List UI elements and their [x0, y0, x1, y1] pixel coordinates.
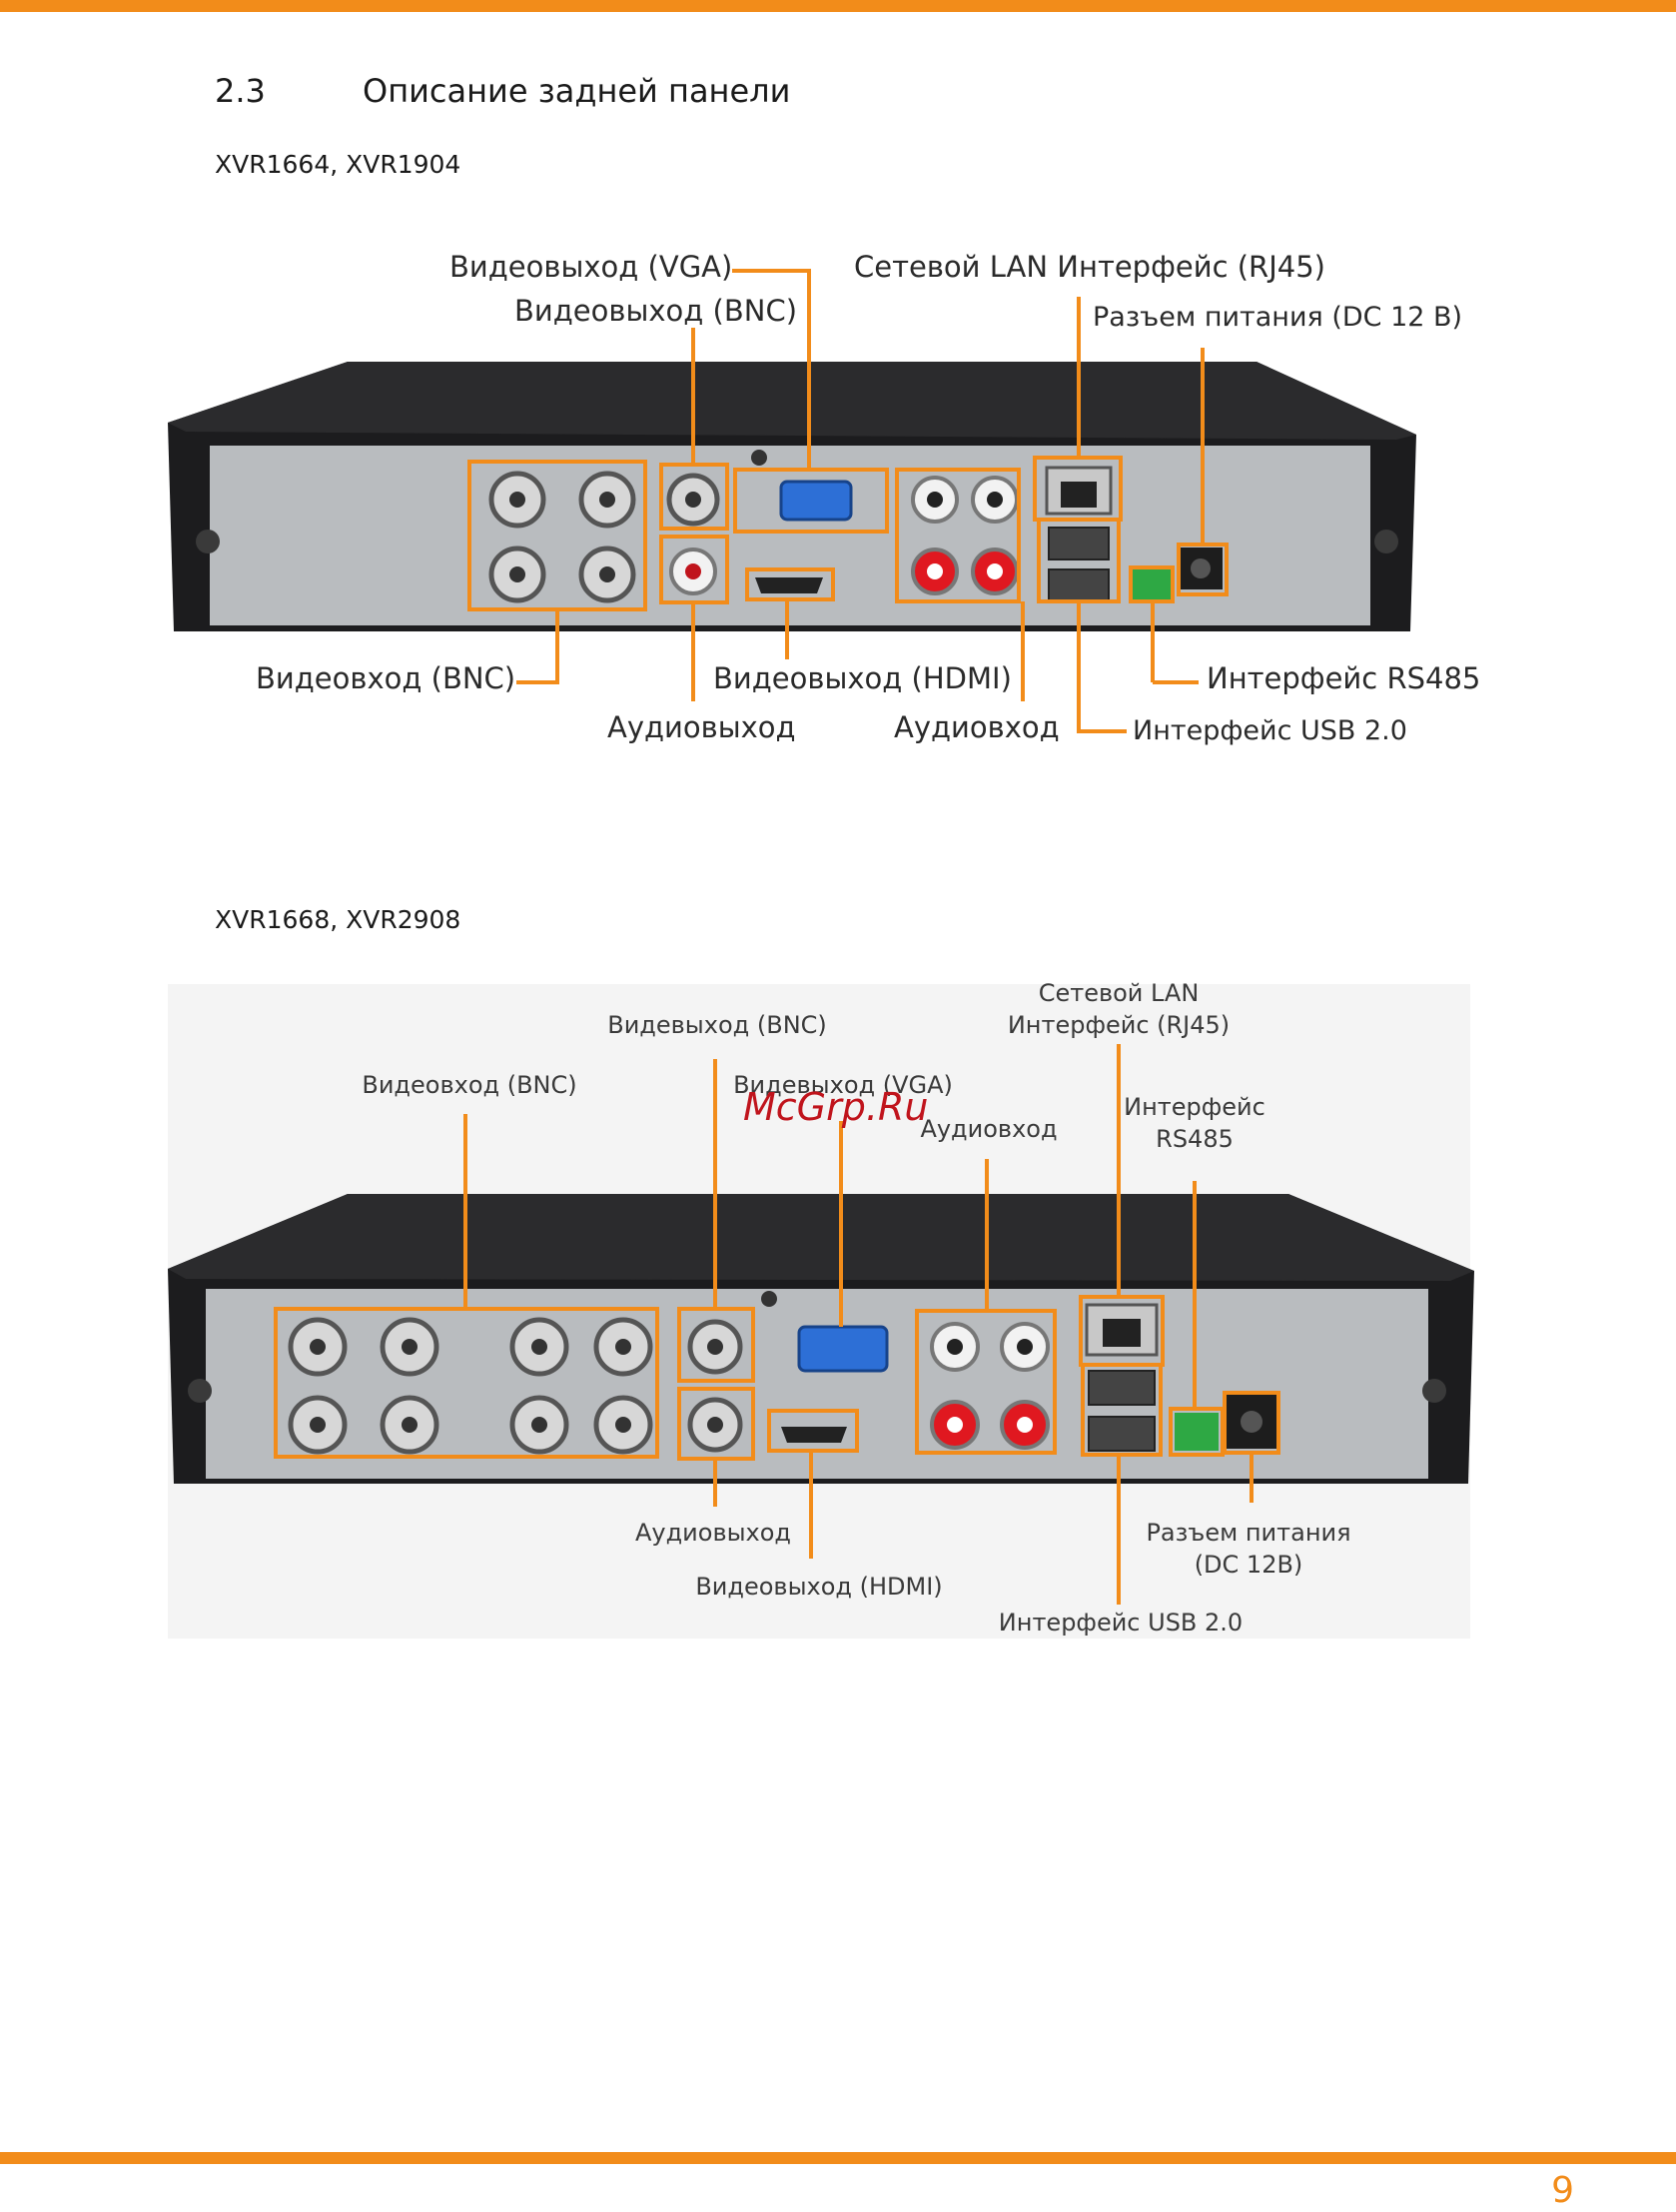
fig2-label-power-line2: (DC 12В): [1194, 1551, 1303, 1579]
fig1-label-vga: Видеовыход (VGA): [449, 250, 733, 284]
fig2-label-bnc-in: Видеовход (BNC): [362, 1071, 577, 1099]
section-title: Описание задней панели: [363, 72, 791, 110]
fig2-label-hdmi: Видеовыход (HDMI): [695, 1573, 943, 1601]
fig2-label-vga: Видевыход (VGA): [733, 1071, 953, 1099]
fig1-bnc-input-ports: [488, 471, 636, 603]
watermark: McGrp.Ru: [743, 1085, 929, 1129]
fig1-screw-right: [1374, 530, 1398, 553]
fig2-screw-top: [761, 1291, 777, 1307]
fig2-label-lan-line1: Сетевой LAN: [1038, 979, 1200, 1007]
fig2-label-usb: Интерфейс USB 2.0: [998, 1609, 1244, 1637]
fig2-rs485-port: [1175, 1413, 1219, 1451]
fig1-label-bnc-out: Видеовыход (BNC): [514, 294, 798, 328]
fig1-leader-lines: [516, 269, 1205, 733]
fig2-label-power: Разъем питания (DC 12В): [1129, 1517, 1368, 1581]
top-accent-bar: [0, 0, 1676, 12]
fig2-usb-port-1: [1088, 1370, 1156, 1406]
fig2-label-audio-out: Аудиовыход: [634, 1519, 792, 1547]
fig2-label-rs485-line2: RS485: [1156, 1125, 1234, 1153]
fig1-label-rs485: Интерфейс RS485: [1207, 661, 1481, 695]
fig2-label-rs485-line1: Интерфейс: [1124, 1093, 1265, 1121]
fig2-bnc-input-ports: [288, 1317, 653, 1455]
fig2-label-lan-line2: Интерфейс (RJ45): [1007, 1011, 1231, 1039]
fig2-label-bnc-out: Видевыход (BNC): [607, 1011, 827, 1039]
fig1-label-usb: Интерфейс USB 2.0: [1133, 715, 1407, 746]
fig1-vga-port: [779, 480, 853, 522]
fig2-label-audio-in: Аудиовход: [920, 1115, 1058, 1143]
fig2-screw-right: [1422, 1379, 1446, 1403]
figure1-model-caption: XVR1664, XVR1904: [215, 150, 461, 179]
fig1-screw-top: [751, 450, 767, 466]
fig2-hdmi-port: [781, 1427, 847, 1443]
fig1-label-audio-in: Аудиовход: [894, 710, 1060, 744]
fig2-vga-port: [797, 1325, 889, 1373]
page-number: 9: [1551, 2170, 1574, 2211]
fig2-chassis-top: [168, 1194, 1474, 1281]
fig2-label-rs485: Интерфейс RS485: [1095, 1091, 1294, 1155]
fig1-label-power: Разъем питания (DC 12 В): [1093, 302, 1463, 333]
fig1-label-bnc-in: Видеовход (BNC): [256, 661, 516, 695]
fig1-hdmi-port: [755, 577, 823, 593]
fig1-highlight-boxes: [467, 456, 1229, 611]
fig2-label-lan: Сетевой LAN Интерфейс (RJ45): [989, 977, 1249, 1041]
fig2-leader-lines: [463, 1044, 1254, 1605]
fig1-label-lan: Сетевой LAN Интерфейс (RJ45): [854, 250, 1325, 284]
fig1-rs485-port: [1133, 569, 1171, 599]
section-number: 2.3: [215, 72, 266, 110]
bottom-accent-bar: [0, 2152, 1676, 2164]
fig1-screw-left: [196, 530, 220, 553]
fig2-label-power-line1: Разъем питания: [1146, 1519, 1351, 1547]
fig2-audio-input-ports: [930, 1322, 1050, 1450]
fig1-label-audio-out: Аудиовыход: [607, 710, 796, 744]
fig1-audio-input-ports: [911, 476, 1019, 595]
figure2-model-caption: XVR1668, XVR2908: [215, 905, 461, 934]
fig2-usb-port-2: [1088, 1416, 1156, 1452]
fig1-label-hdmi: Видеовыход (HDMI): [713, 661, 1012, 695]
fig1-chassis-top: [168, 362, 1416, 440]
fig2-screw-left: [188, 1379, 212, 1403]
fig1-usb-port-1: [1048, 527, 1110, 560]
